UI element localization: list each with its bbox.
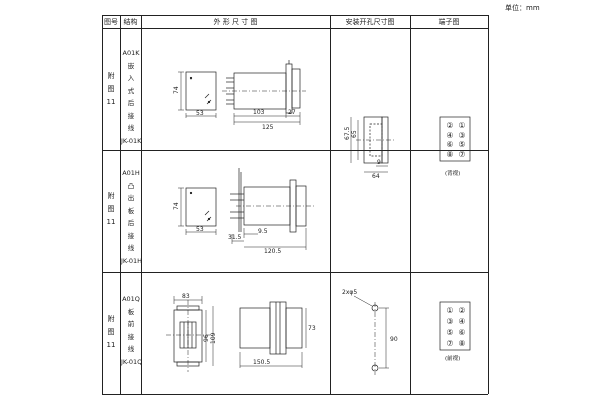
- row-1-dim-e: 125: [262, 124, 274, 131]
- row-1-terminal-box: [439, 116, 471, 162]
- row-divider-2: [102, 272, 488, 273]
- row-1-dim-d: 27: [288, 109, 296, 116]
- col-line-0: [102, 15, 103, 394]
- row-1-terminals: ② ① ④ ③ ⑥ ⑤ ⑧ ⑦: [446, 121, 465, 159]
- row-divider-1: [102, 150, 488, 151]
- header-mount: 安装开孔尺寸图: [345, 18, 395, 26]
- row-1-side-view: [222, 60, 306, 125]
- row-3-mount-a: 2xφ5: [342, 289, 357, 296]
- row-2-dim-a: 53: [196, 226, 204, 233]
- row-3-mount-b: 90: [390, 336, 398, 343]
- table-top-border: [102, 15, 488, 16]
- terminal-3-4: ④: [458, 317, 465, 326]
- header-outline: 外 形 尺 寸 图: [213, 18, 258, 26]
- row-3-terminals: ① ② ③ ④ ⑤ ⑥ ⑦ ⑧: [446, 306, 465, 348]
- row-3-view-label: (前视): [445, 354, 460, 362]
- terminal-3-5: ⑤: [446, 328, 453, 337]
- unit-label: 单位：mm: [505, 4, 540, 12]
- terminal-3-1: ①: [446, 306, 453, 315]
- table-bottom-border: [102, 394, 488, 395]
- terminal-3-6: ⑥: [458, 328, 465, 337]
- row-3-dim-b: 109: [210, 332, 217, 344]
- header-terminal: 端子图: [438, 18, 460, 26]
- row-1-structure: A01K 嵌 入 式 后 接 线 JK-01K: [121, 49, 142, 145]
- terminal-1-4: ③: [458, 131, 465, 140]
- row-2-dim-d: 31.5: [228, 234, 242, 241]
- row-1-front-view: [178, 71, 217, 118]
- header-divider: [102, 28, 488, 29]
- terminal-1-7: ⑧: [446, 150, 453, 159]
- row-1-dim-b: 74: [173, 86, 180, 94]
- row-3-front-view: [166, 296, 214, 372]
- col-line-2: [141, 15, 142, 394]
- row-2-dim-b: 74: [173, 202, 180, 210]
- row-1-dim-a: 53: [196, 110, 204, 117]
- row-3-dim-a: 83: [182, 293, 190, 300]
- terminal-1-3: ④: [446, 131, 453, 140]
- col-line-3: [330, 15, 331, 394]
- header-no: 图号: [104, 18, 118, 26]
- terminal-1-8: ⑦: [458, 150, 465, 159]
- row-2-side-view: [230, 168, 314, 250]
- row-3-structure: A01Q 板 前 接 线 JK-01Q: [121, 295, 143, 366]
- row-1-mount-c: 9: [377, 159, 381, 166]
- row-2-front-view: [178, 187, 217, 235]
- row-2-dim-e: 120.5: [264, 248, 281, 255]
- terminal-3-7: ⑦: [446, 339, 453, 348]
- terminal-3-2: ②: [458, 306, 465, 315]
- row-2-dim-c: 9.5: [258, 228, 268, 235]
- row-3-mount-drawing: [353, 295, 389, 375]
- terminal-1-6: ⑤: [458, 140, 465, 149]
- col-line-5: [488, 15, 489, 394]
- row-2-no: 附 图 11: [106, 192, 116, 226]
- row-1-mount-drawing: [350, 116, 396, 173]
- terminal-3-3: ③: [446, 317, 453, 326]
- row-2-structure: A01H 凸 出 板 后 接 线 JK-01H: [121, 169, 143, 265]
- row-1-view-label: (背视): [445, 169, 460, 177]
- row-1-mount-b: 65: [351, 130, 358, 138]
- header-structure: 结构: [123, 18, 138, 26]
- row-3-no: 附 图 11: [106, 315, 116, 349]
- terminal-1-1: ②: [446, 121, 453, 130]
- row-1-no: 附 图 11: [106, 72, 116, 106]
- terminal-1-5: ⑥: [446, 140, 453, 149]
- row-1-mount-a: 67.5: [344, 126, 351, 140]
- row-1-mount-d: 64: [372, 173, 380, 180]
- row-1-dim-c: 103: [253, 109, 265, 116]
- row-3-terminal-box: [439, 301, 471, 351]
- row-3-side-view: [239, 301, 307, 368]
- col-line-4: [410, 15, 411, 394]
- row-3-dim-c: 96: [203, 334, 210, 342]
- terminal-3-8: ⑧: [458, 339, 465, 348]
- row-3-dim-d: 73: [308, 325, 316, 332]
- col-line-1: [120, 15, 121, 394]
- terminal-1-2: ①: [458, 121, 465, 130]
- row-3-dim-e: 150.5: [253, 359, 270, 366]
